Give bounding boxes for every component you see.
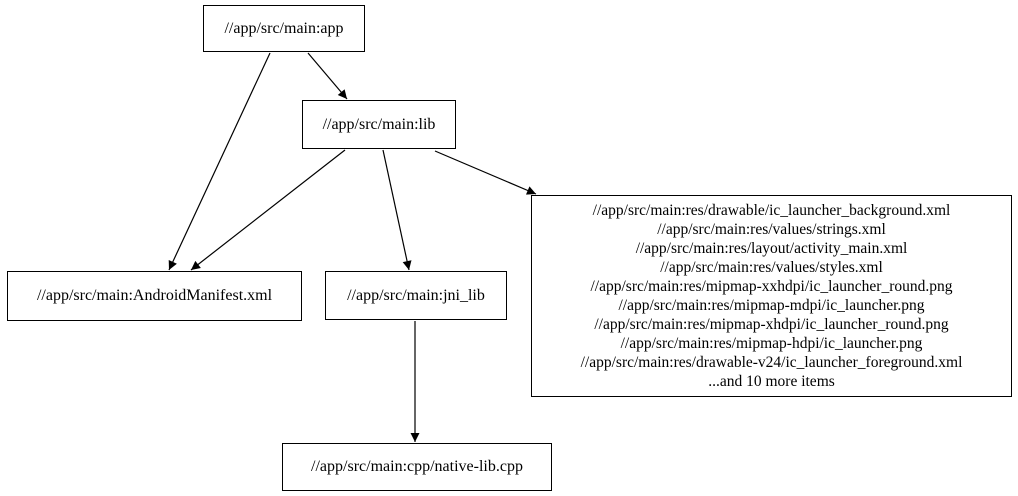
node-native-lib-cpp-label: //app/src/main:cpp/native-lib.cpp xyxy=(311,458,523,475)
res-item: //app/src/main:res/mipmap-xxhdpi/ic_laun… xyxy=(590,278,953,295)
edge-lib-to-manifest xyxy=(190,149,346,271)
node-res-group: //app/src/main:res/drawable/ic_launcher_… xyxy=(531,195,1012,397)
res-item: //app/src/main:res/mipmap-xhdpi/ic_launc… xyxy=(594,316,949,333)
node-app: //app/src/main:app xyxy=(203,5,365,52)
res-item: //app/src/main:res/values/strings.xml xyxy=(657,221,886,238)
res-item: //app/src/main:res/mipmap-mdpi/ic_launch… xyxy=(618,297,925,314)
node-lib: //app/src/main:lib xyxy=(302,100,456,149)
res-item: //app/src/main:res/layout/activity_main.… xyxy=(635,240,908,257)
edge-lib-to-jni-lib xyxy=(382,149,412,271)
edge-lib-to-res-group xyxy=(434,150,537,195)
res-item: //app/src/main:res/values/styles.xml xyxy=(660,259,883,276)
node-android-manifest: //app/src/main:AndroidManifest.xml xyxy=(7,271,302,321)
node-lib-label: //app/src/main:lib xyxy=(322,115,436,133)
node-jni-lib-label: //app/src/main:jni_lib xyxy=(347,286,485,304)
node-jni-lib: //app/src/main:jni_lib xyxy=(325,271,507,320)
edge-app-to-lib xyxy=(307,52,348,100)
res-more-items: ...and 10 more items xyxy=(708,373,835,390)
res-item: //app/src/main:res/drawable-v24/ic_launc… xyxy=(580,354,963,371)
node-android-manifest-label: //app/src/main:AndroidManifest.xml xyxy=(36,287,273,304)
node-native-lib-cpp: //app/src/main:cpp/native-lib.cpp xyxy=(282,443,552,491)
res-item: //app/src/main:res/mipmap-hdpi/ic_launch… xyxy=(620,335,923,352)
edge-app-to-manifest xyxy=(168,52,271,271)
node-app-label: //app/src/main:app xyxy=(224,19,344,37)
res-item: //app/src/main:res/drawable/ic_launcher_… xyxy=(592,202,951,219)
